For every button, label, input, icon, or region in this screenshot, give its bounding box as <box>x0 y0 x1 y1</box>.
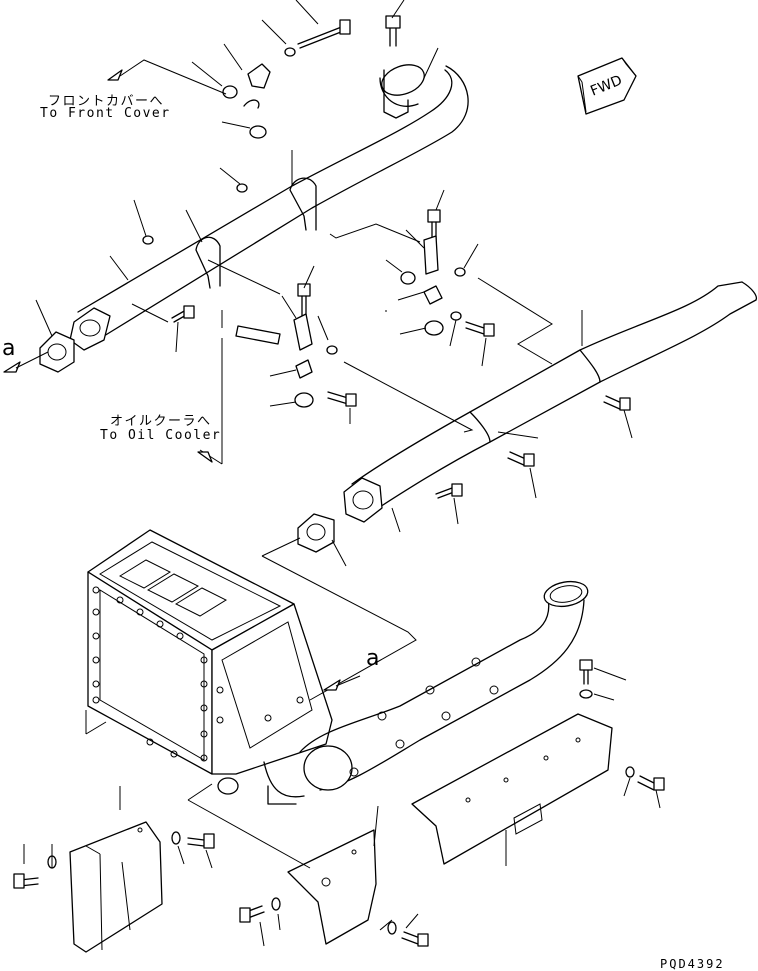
cooler-bolts <box>92 586 304 762</box>
left-gasket <box>39 331 75 373</box>
oil-cooler-label-jp: オイルクーラへ <box>110 414 212 429</box>
exhaust-pipe <box>263 580 589 805</box>
lower-pipe-flange <box>343 477 383 523</box>
upper-pipe-flange <box>69 307 111 351</box>
upper-pipe <box>77 64 469 337</box>
drawing-code: PQD4392 <box>660 957 725 971</box>
middle-gasket <box>297 513 335 553</box>
reference-a-left: a <box>2 336 16 361</box>
center-heat-shield <box>287 829 377 945</box>
reference-a-right: a <box>366 646 380 671</box>
leader-lines <box>23 0 661 947</box>
direction-arrows <box>3 69 361 691</box>
front-cover-label-en: To Front Cover <box>40 106 171 121</box>
fasteners <box>13 15 665 947</box>
fwd-sign <box>577 57 637 115</box>
exhaust-studs <box>349 657 499 777</box>
cooler-block <box>87 529 333 775</box>
lower-pipe <box>351 281 758 513</box>
front-cover-label-jp: フロントカバーへ <box>48 94 165 109</box>
right-heat-shield <box>411 713 613 865</box>
oil-cooler-label-en: To Oil Cooler <box>100 428 222 443</box>
upper-pipe-clamps <box>195 69 409 289</box>
left-heat-shield <box>69 821 163 953</box>
